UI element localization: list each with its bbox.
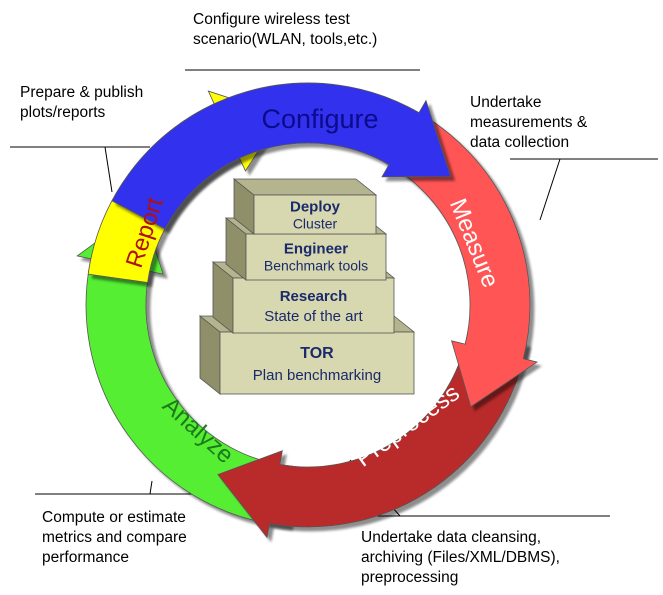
block-front-face [253,194,377,235]
arrow-configure [111,82,452,230]
arrow-preprocess [217,332,528,539]
arrow-measure [383,108,538,408]
block-front-face [232,277,395,334]
cycle-arrows [76,82,538,539]
block-subtitle: Plan benchmarking [253,367,381,384]
measure-leader-d [539,158,561,221]
annotation-measure: Undertake measurements & data collection [470,94,588,151]
block-subtitle: Cluster [293,215,338,231]
annotation-analyze: Compute or estimate metrics and compare … [42,509,187,566]
block-title: TOR [300,345,334,362]
annotation-configure: Configure wireless test scenario(WLAN, t… [193,11,378,48]
block-subtitle: State of the art [264,308,363,325]
annotation-preprocess: Undertake data cleansing, archiving (Fil… [361,529,560,586]
block-title: Deploy [290,198,341,215]
report-leader-d [104,146,113,193]
block-front-face [245,233,387,281]
block-subtitle: Benchmark tools [264,257,368,273]
block-title: Research [280,288,348,305]
annotation-report: Prepare & publish plots/reports [20,84,144,121]
block-top-face [232,178,378,196]
block-front-face [219,331,415,395]
block-title: Engineer [284,240,348,257]
analyze-leader-d [149,480,153,495]
phase-label-configure: Configure [261,104,378,134]
